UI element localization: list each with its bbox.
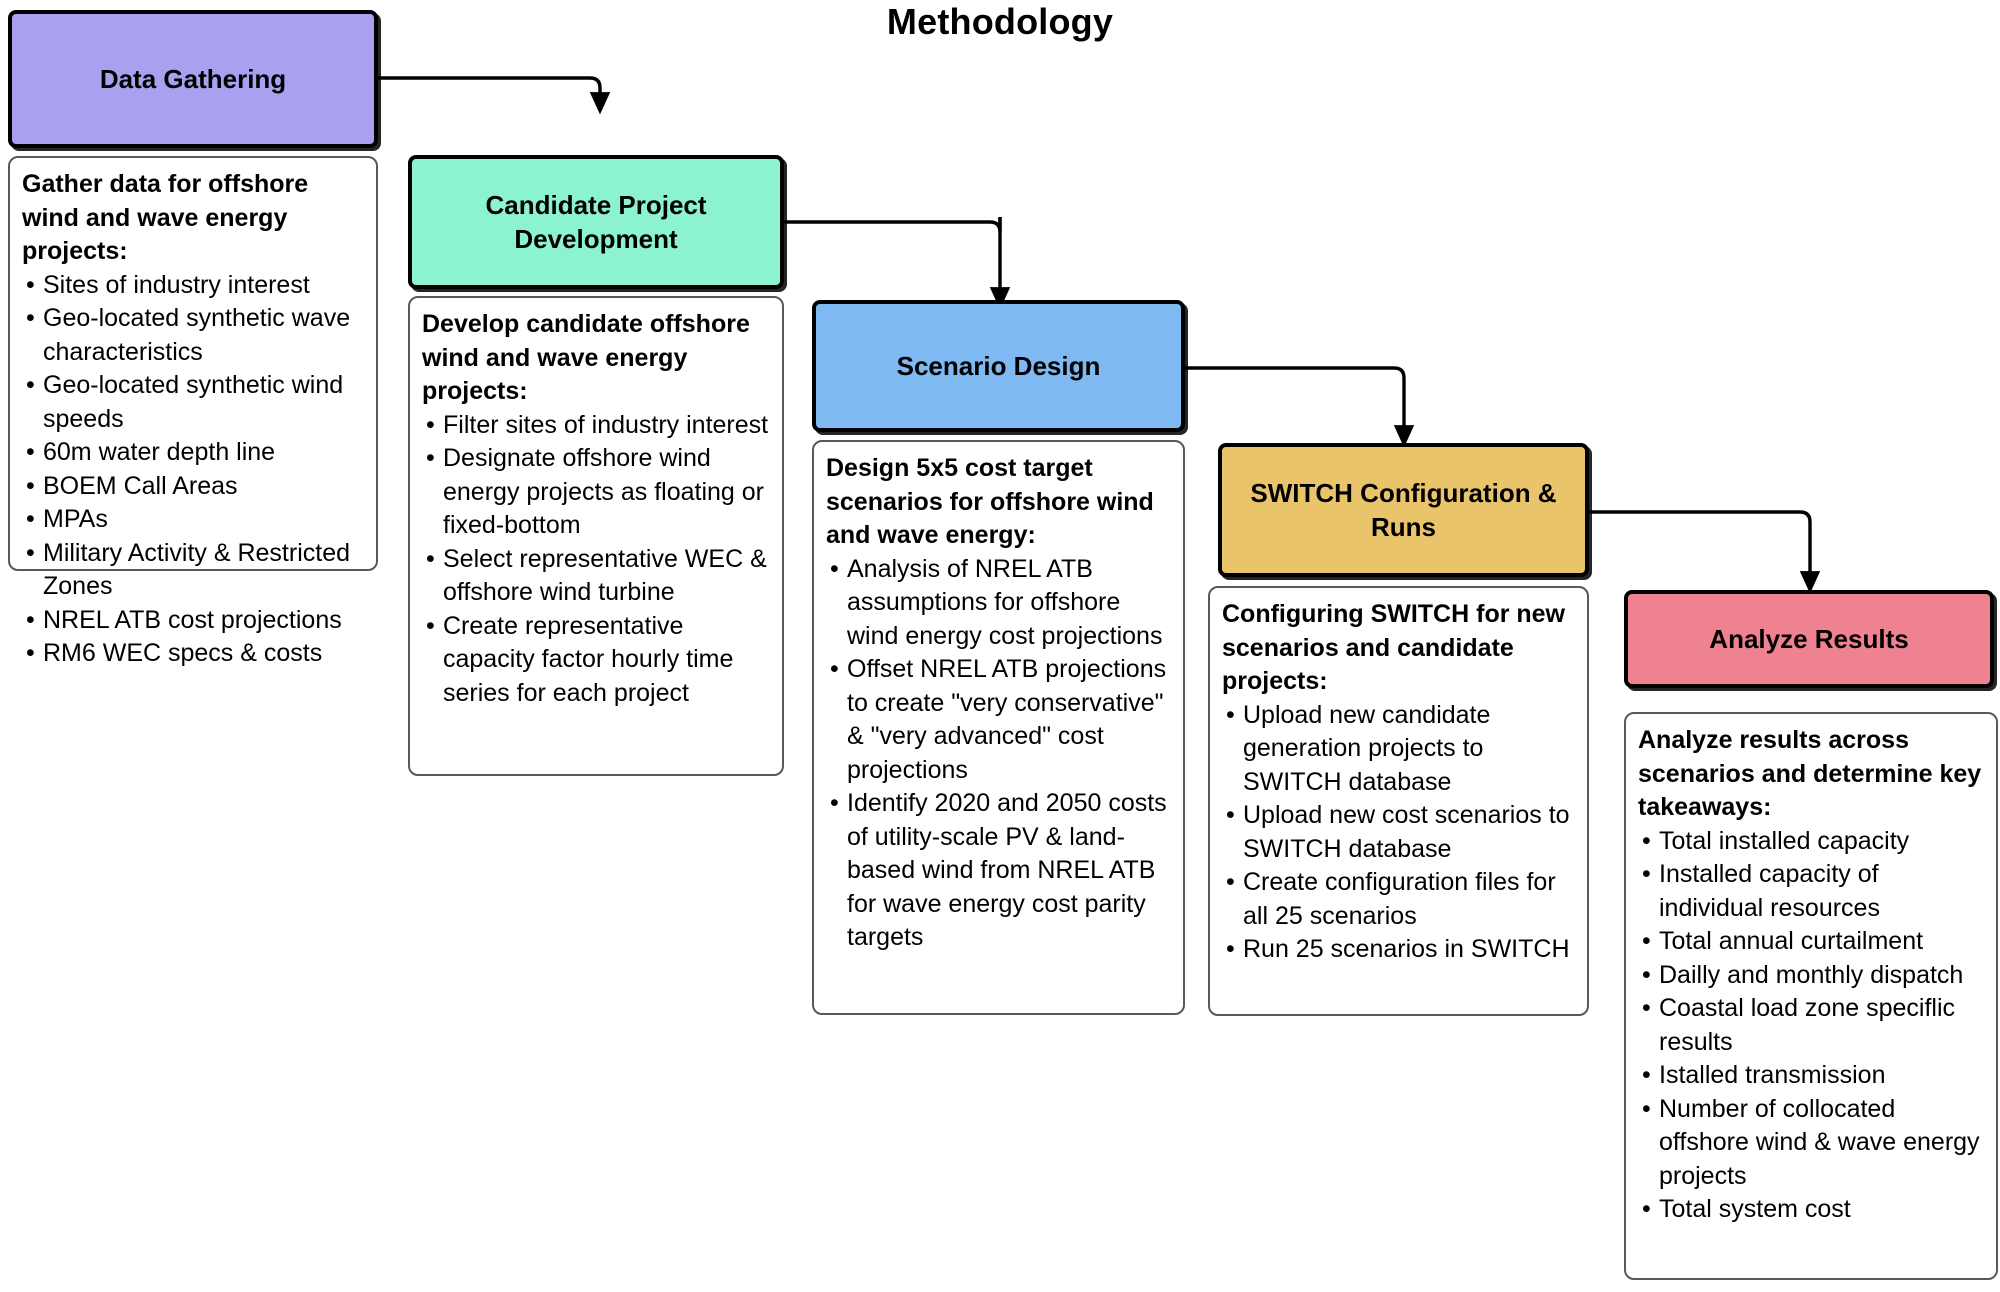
detail-list: Filter sites of industry interest Design…: [422, 409, 770, 711]
list-item: Upload new candidate generation projects…: [1222, 699, 1575, 800]
list-item: Designate offshore wind energy projects …: [422, 442, 770, 543]
list-item: Identify 2020 and 2050 costs of utility-…: [826, 787, 1171, 955]
detail-heading: Gather data for offshore wind and wave e…: [22, 170, 309, 265]
detail-list: Total installed capacity Installed capac…: [1638, 825, 1984, 1227]
detail-list: Sites of industry interest Geo-located s…: [22, 269, 364, 671]
list-item: Filter sites of industry interest: [422, 409, 770, 443]
stage-label: Candidate Project Development: [485, 190, 707, 254]
detail-heading: Develop candidate offshore wind and wave…: [422, 310, 750, 405]
arrow-switch-to-analyze: [1589, 510, 1821, 594]
detail-heading: Analyze results across scenarios and det…: [1638, 726, 1982, 821]
list-item: Upload new cost scenarios to SWITCH data…: [1222, 799, 1575, 866]
detail-box-data-gathering: Gather data for offshore wind and wave e…: [8, 156, 378, 670]
list-item: Total system cost: [1638, 1193, 1984, 1227]
list-item: Coastal load zone speciflic results: [1638, 992, 1984, 1059]
list-item: Select representative WEC & offshore win…: [422, 543, 770, 610]
list-item: Total annual curtailment: [1638, 925, 1984, 959]
detail-box-candidate-project-development: Develop candidate offshore wind and wave…: [408, 296, 784, 776]
detail-box-scenario-design: Design 5x5 cost target scenarios for off…: [812, 440, 1185, 1015]
detail-heading: Configuring SWITCH for new scenarios and…: [1222, 600, 1566, 695]
arrow-data-gathering-to-candidate: [378, 76, 611, 115]
list-item: Total installed capacity: [1638, 825, 1984, 859]
stage-box-scenario-design[interactable]: Scenario Design: [812, 300, 1185, 432]
list-item: Create representative capacity factor ho…: [422, 610, 770, 711]
list-item: Number of collocated offshore wind & wav…: [1638, 1093, 1984, 1194]
stage-label: Analyze Results: [1709, 624, 1909, 654]
stage-label: SWITCH Configuration & Runs: [1250, 478, 1557, 542]
list-item: BOEM Call Areas: [22, 470, 364, 504]
list-item: NREL ATB cost projections: [22, 604, 364, 638]
detail-heading: Design 5x5 cost target scenarios for off…: [826, 454, 1154, 549]
list-item: Dailly and monthly dispatch: [1638, 959, 1984, 993]
list-item: Istalled transmission: [1638, 1059, 1984, 1093]
list-item: Installed capacity of individual resourc…: [1638, 858, 1984, 925]
stage-label: Scenario Design: [896, 351, 1101, 381]
detail-box-switch-configuration-and-runs: Configuring SWITCH for new scenarios and…: [1208, 586, 1589, 1016]
list-item: Geo-located synthetic wind speeds: [22, 369, 364, 436]
page-title: Methodology: [886, 1, 1114, 42]
arrow-candidate-to-scenario: [784, 217, 1002, 233]
list-item: 60m water depth line: [22, 436, 364, 470]
list-item: MPAs: [22, 503, 364, 537]
list-item: Analysis of NREL ATB assumptions for off…: [826, 553, 1171, 654]
arrow-scenario-to-switch: [1185, 366, 1415, 448]
detail-box-analyze-results: Analyze results across scenarios and det…: [1624, 712, 1998, 1280]
stage-box-analyze-results[interactable]: Analyze Results: [1624, 590, 1994, 688]
list-item: Create configuration files for all 25 sc…: [1222, 866, 1575, 933]
list-item: RM6 WEC specs & costs: [22, 637, 364, 671]
stage-box-data-gathering[interactable]: Data Gathering: [8, 10, 378, 148]
stage-label: Data Gathering: [99, 64, 287, 94]
list-item: Offset NREL ATB projections to create "v…: [826, 653, 1171, 787]
list-item: Geo-located synthetic wave characteristi…: [22, 302, 364, 369]
list-item: Sites of industry interest: [22, 269, 364, 303]
stage-box-candidate-project-development[interactable]: Candidate Project Development: [408, 155, 784, 289]
detail-list: Upload new candidate generation projects…: [1222, 699, 1575, 967]
stage-box-switch-configuration-and-runs[interactable]: SWITCH Configuration & Runs: [1218, 443, 1589, 577]
detail-list: Analysis of NREL ATB assumptions for off…: [826, 553, 1171, 955]
list-item: Run 25 scenarios in SWITCH: [1222, 933, 1575, 967]
list-item: Military Activity & Restricted Zones: [22, 537, 364, 604]
